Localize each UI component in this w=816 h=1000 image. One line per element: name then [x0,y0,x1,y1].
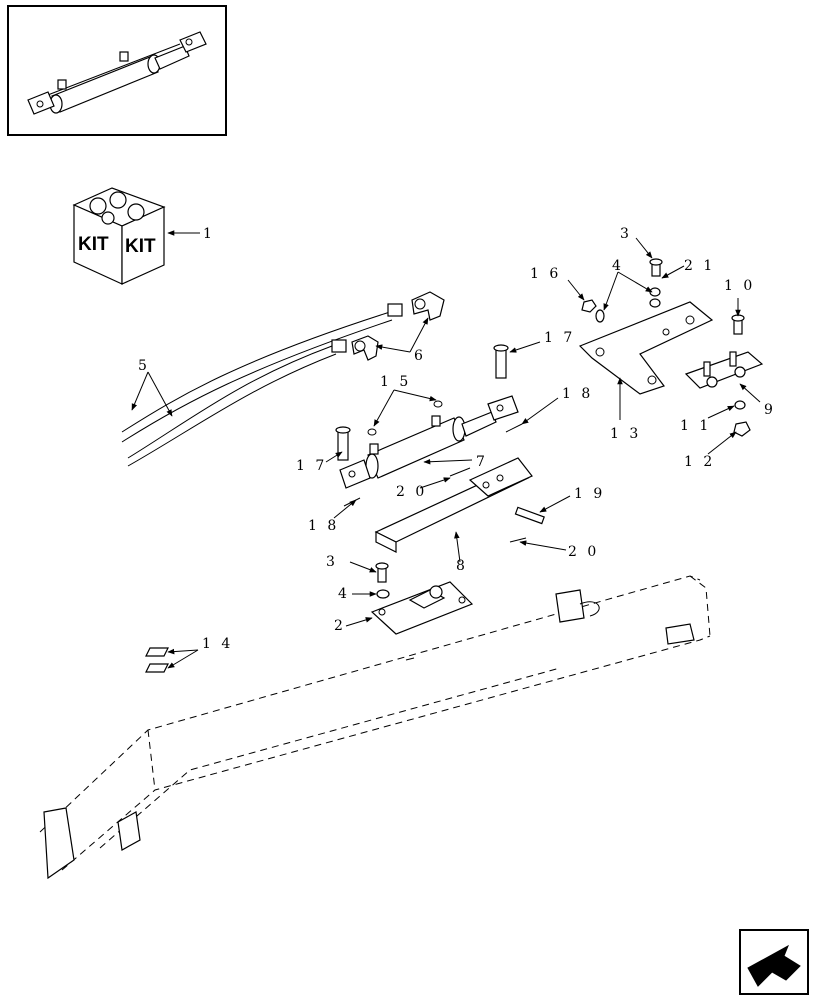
hydraulic-hoses [121,303,403,467]
elbow-fittings [351,291,445,361]
inset-frame [7,5,227,136]
hydraulic-cylinder [339,395,519,489]
callout-5: 5 [138,358,150,374]
callout-7: 7 [476,454,488,470]
callout-13: 1 3 [610,426,641,442]
callout-17-upper: 1 7 [544,330,575,346]
frame-tongue [39,575,711,880]
retaining-clips [145,647,169,673]
leader-lines [131,230,761,669]
callout-11: 1 1 [680,418,711,434]
callout-2: 2 [334,618,346,634]
kit-box: KIT KIT [72,187,166,285]
lower-bracket [370,581,474,635]
callout-20-upper: 2 0 [396,484,427,500]
callout-4-upper: 4 [612,258,624,274]
bracket-channel [374,457,533,553]
callout-14: 1 4 [202,636,233,652]
callout-21: 2 1 [684,258,715,274]
callout-18-lower: 1 8 [308,518,339,534]
hydraulic-cylinder-icon [27,31,207,115]
callout-8: 8 [456,558,468,574]
callout-19: 1 9 [574,486,605,502]
callout-3-upper: 3 [620,226,632,242]
clevis-pins [335,344,509,461]
callout-6: 6 [414,348,426,364]
u-bolt-clamp [684,351,764,389]
callout-1: 1 [203,226,215,242]
callout-18-upper: 1 8 [562,386,593,402]
callout-20-lower: 2 0 [568,544,599,560]
callout-4-lower: 4 [338,586,350,602]
callout-15: 1 5 [380,374,411,390]
callout-10: 1 0 [724,278,755,294]
kit-label-right: KIT [125,236,156,257]
callout-16: 1 6 [530,266,561,282]
callout-17-lower: 1 7 [296,458,327,474]
callout-12: 1 2 [684,454,715,470]
kit-label-left: KIT [78,234,109,255]
callout-3-lower: 3 [326,554,338,570]
callout-labels: 1 3 4 2 1 1 6 1 0 5 6 1 7 1 5 1 8 1 3 9 … [138,226,776,652]
mounting-plate [578,301,714,395]
next-page-arrow-icon[interactable] [739,929,809,995]
callout-9: 9 [764,402,776,418]
